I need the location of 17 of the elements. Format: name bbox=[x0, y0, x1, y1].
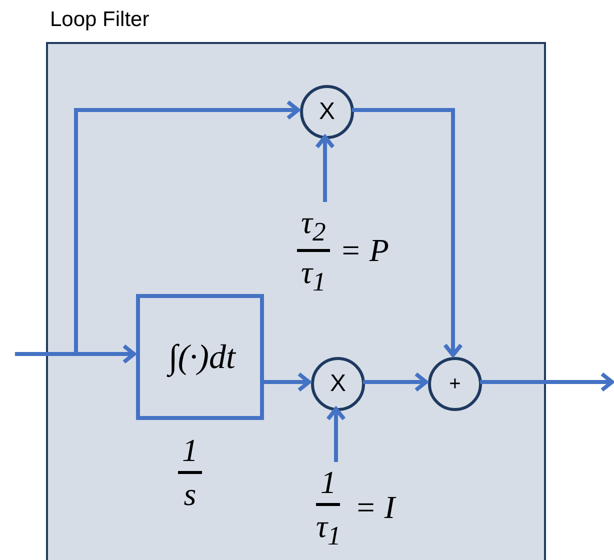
arrow bbox=[480, 372, 614, 392]
gain-fraction: τ$_{2}$ τ$_{1}$ bbox=[297, 204, 330, 298]
gain-label: = P bbox=[340, 232, 389, 270]
arrow bbox=[326, 407, 346, 462]
arrow bbox=[352, 108, 463, 357]
arrow bbox=[315, 135, 335, 202]
multiplier-circle: X bbox=[311, 357, 365, 411]
multiplier-circle: X bbox=[300, 85, 354, 139]
summing-junction: + bbox=[428, 357, 482, 411]
arrow bbox=[262, 372, 311, 392]
loop-filter-panel bbox=[46, 42, 546, 560]
gain-label: = I bbox=[354, 488, 396, 526]
panel-heading: Loop Filter bbox=[50, 8, 150, 32]
transfer-fraction: 1 s bbox=[178, 432, 202, 513]
gain-fraction: 1 τ$_{1}$ bbox=[315, 464, 342, 551]
arrow bbox=[363, 372, 428, 392]
integral-formula: ∫(·)dt bbox=[166, 338, 237, 380]
